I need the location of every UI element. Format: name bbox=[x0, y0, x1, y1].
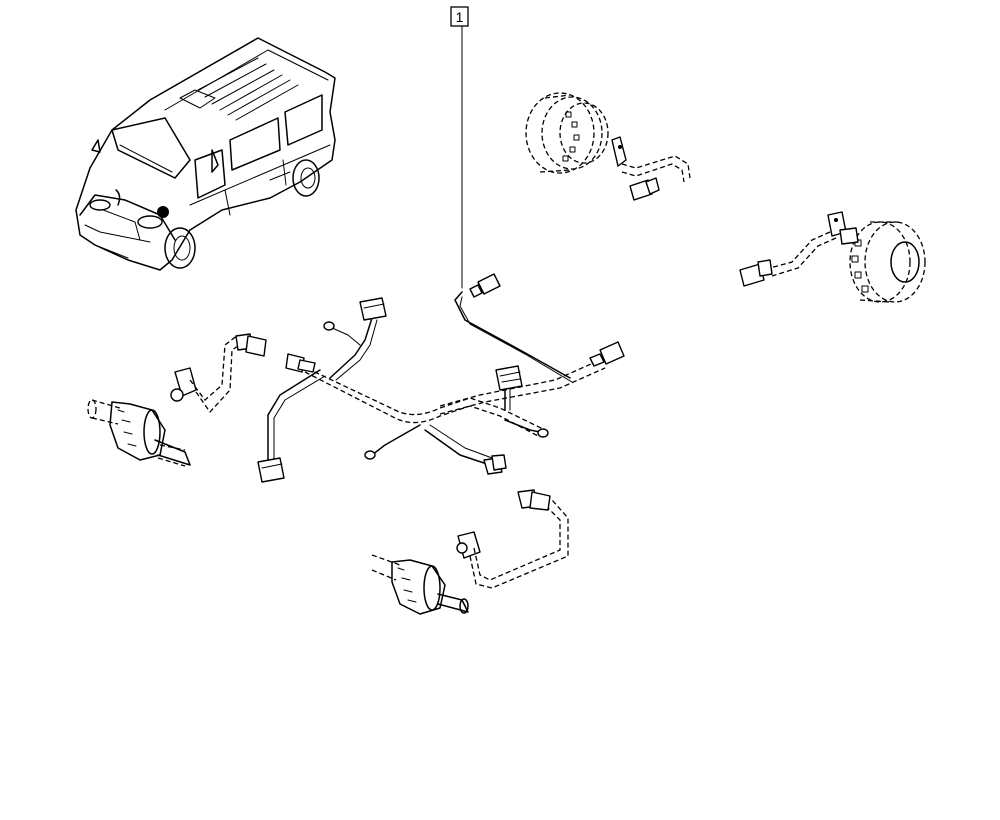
van-illustration bbox=[75, 37, 336, 271]
harness-connector-lower-middle bbox=[483, 454, 507, 475]
harness-connector-lower-left bbox=[257, 457, 285, 483]
ground-ring-terminal bbox=[537, 428, 549, 438]
callout-box bbox=[450, 6, 469, 27]
harness-connector-center-right bbox=[495, 365, 523, 391]
wheel-sensor-top-center bbox=[525, 92, 691, 201]
harness-connector-upper-left bbox=[359, 297, 387, 321]
harness-connector-left bbox=[285, 353, 316, 373]
callout-1: 1 bbox=[450, 6, 469, 289]
harness-connector-top bbox=[469, 273, 501, 298]
callout-number: 1 bbox=[456, 9, 464, 25]
wheel-sensor-bottom bbox=[371, 489, 569, 615]
wheel-sensor-left bbox=[87, 333, 267, 467]
ground-ring-terminal bbox=[323, 321, 335, 331]
wiring-harness bbox=[257, 273, 625, 483]
harness-connector-right bbox=[589, 341, 625, 367]
wheel-sensor-right bbox=[739, 211, 926, 303]
ground-ring-terminal bbox=[364, 450, 376, 460]
